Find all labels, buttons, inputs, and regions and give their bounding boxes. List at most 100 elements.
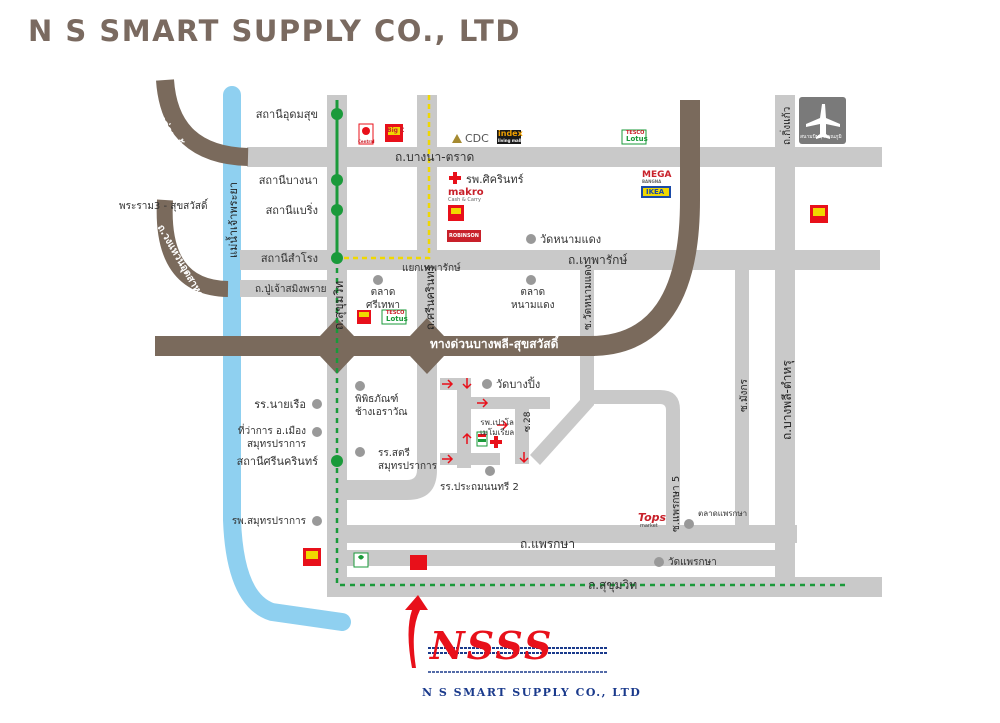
road-label-bangna-trat: ถ.บางนา-ตราด — [395, 150, 475, 164]
lotus-logo-1 — [621, 129, 647, 145]
expressways — [155, 79, 700, 356]
brand-cdc: CDC — [465, 132, 489, 145]
dot-talad-sri-thepha — [373, 275, 383, 285]
ramp-srinakarin — [410, 318, 444, 336]
brand-big-c: Big C — [387, 127, 405, 134]
lotus-express-logo — [353, 552, 369, 568]
seven-eleven-logo — [476, 431, 488, 447]
company-logo-stripes — [428, 647, 608, 673]
dot-wat-phraeksa — [654, 557, 664, 567]
road-local-1 — [457, 378, 471, 468]
brand-tops: Tops — [638, 511, 667, 524]
brand-lotus-1: Lotus — [626, 135, 648, 143]
road-local-2 — [440, 378, 470, 390]
place-district-office: ที่ว่าการ อ.เมือง สมุทรปราการ — [237, 426, 306, 450]
place-navy-school: รร.นายเรือ — [254, 398, 306, 411]
dot-district — [312, 427, 322, 437]
brand-lotus-2: Lotus — [386, 315, 408, 323]
place-wat-phraeksa: วัดแพรกษา — [668, 557, 717, 568]
station-samrong: สถานีสำโรง — [260, 252, 318, 265]
expressway-bangphli-curve — [589, 100, 700, 356]
river-label: แม่น้ำเจ้าพระยา — [227, 181, 240, 258]
ramp-srinakarin-2 — [410, 356, 444, 374]
yellow-line — [340, 95, 431, 260]
road-bangna-trat — [247, 147, 882, 167]
airport-caption: สนามบินสุวรรณภูมิ — [800, 134, 842, 140]
dot-pratan-school — [485, 466, 495, 476]
place-samitivej: รพ.ศิครินทร์ — [466, 173, 524, 186]
road-local-3 — [470, 397, 550, 409]
station-srinakarin: สถานีศรีนครินทร์ — [236, 455, 318, 468]
place-hospital: รพ.เปาโล เมโมเรียล — [480, 418, 515, 437]
expressway-outer-ring — [156, 199, 229, 297]
direction-arrows — [442, 378, 529, 464]
place-talad-phraeksa: ตลาดแพรกษา — [698, 509, 748, 518]
road-pu-chao — [240, 280, 330, 297]
arrow-5 — [442, 454, 454, 464]
place-museum: พิพิธภัณฑ์ ช้างเอราวัณ — [355, 394, 408, 418]
arrow-6 — [519, 452, 529, 464]
brand-central: Central — [358, 139, 375, 144]
place-talad-nam-daeng: ตลาด หนามแดง — [511, 287, 555, 311]
road-local-4 — [515, 409, 529, 464]
road-label-sukhumvit-horizontal: ถ.สุขุมวิท — [588, 578, 638, 592]
road-label-pu-chao: ถ.ปู่เจ้าสมิงพราย — [255, 284, 327, 295]
lotus-logo-2 — [381, 309, 407, 325]
brand-makro-sub: Cash & Carry — [448, 197, 481, 203]
rama3-label: พระราม3 - สุขสวัสดิ์ — [119, 201, 208, 212]
cross-samitivej — [449, 172, 461, 184]
index-logo — [497, 130, 521, 144]
brand-mega: MEGA — [642, 170, 672, 180]
road-label-soi-28: ซ.28 — [523, 411, 533, 432]
brand-tesco-1: TESCO — [626, 130, 645, 136]
road-soi-28 — [530, 385, 594, 465]
arrow-3 — [477, 398, 489, 408]
ramp-sukhumvit-2 — [320, 356, 354, 374]
expressway-stage-1 — [156, 79, 249, 166]
place-women-school: รร.สตรี สมุทรปราการ — [378, 448, 438, 472]
station-bangna: สถานีบางนา — [258, 174, 318, 187]
brand-makro: makro — [448, 187, 484, 198]
dot-women-school — [355, 447, 365, 457]
dot-navy-school — [312, 399, 322, 409]
expressway-label-bangphli: ทางด่วนบางพลี-สุขสวัสดิ์ — [430, 337, 559, 351]
brand-robinson: ROBINSON — [449, 233, 479, 239]
company-logo-mark: NSSS — [430, 623, 554, 668]
page-title: N S SMART SUPPLY CO., LTD — [28, 14, 521, 48]
road-label-soi-wat-nam-daeng: ซ.วัดหนามแดง — [583, 264, 594, 330]
airport-icon — [799, 97, 846, 144]
station-bangna-dot — [331, 174, 343, 186]
company-logo-name: N S SMART SUPPLY CO., LTD — [422, 686, 642, 699]
road-phraeksa — [347, 550, 777, 566]
road-label-soi-phraeksa5: ซ.แพรกษา 5 — [671, 475, 682, 532]
brand-index-sub: living mall — [498, 138, 522, 143]
place-pratan-school: รร.ประถมนนทรี 2 — [440, 482, 519, 493]
station-bearing-dot — [331, 204, 343, 216]
dot-talad-nam-daeng — [526, 275, 536, 285]
road-theparak — [240, 250, 880, 270]
road-mangkorn — [735, 270, 749, 532]
road-label-sukhumvit-vertical: ถ.สุขุมวิท — [332, 280, 346, 330]
brand-tesco-2: TESCO — [386, 310, 405, 316]
road-wat-nam-daeng — [580, 270, 594, 400]
road-label-soi-mangkorn: ซ.มังกร — [739, 379, 750, 412]
brand-ikea: IKEA — [646, 188, 665, 196]
dot-museum — [355, 381, 365, 391]
road-network — [240, 95, 882, 597]
place-wat-nam-daeng: วัดหนามแดง — [540, 233, 602, 246]
road-sukhumvit-horizontal — [327, 577, 882, 597]
junction-label-theparak: แยกเทพารักษ์ — [402, 263, 461, 274]
bts-stations — [331, 108, 343, 467]
road-horizontal-lower — [347, 525, 797, 543]
arrow-1 — [442, 379, 454, 389]
place-wat-bang-ping: วัดบางปิ้ง — [496, 378, 541, 391]
expressway-bangphli-suksawat — [155, 336, 595, 356]
station-srinakarin-dot — [331, 455, 343, 467]
dot-samut-hospital — [312, 516, 322, 526]
expressway-ramps — [320, 318, 444, 374]
road-bangphli-tamru — [775, 95, 795, 597]
cross-paolo — [490, 436, 502, 448]
brand-index: index — [498, 129, 523, 138]
